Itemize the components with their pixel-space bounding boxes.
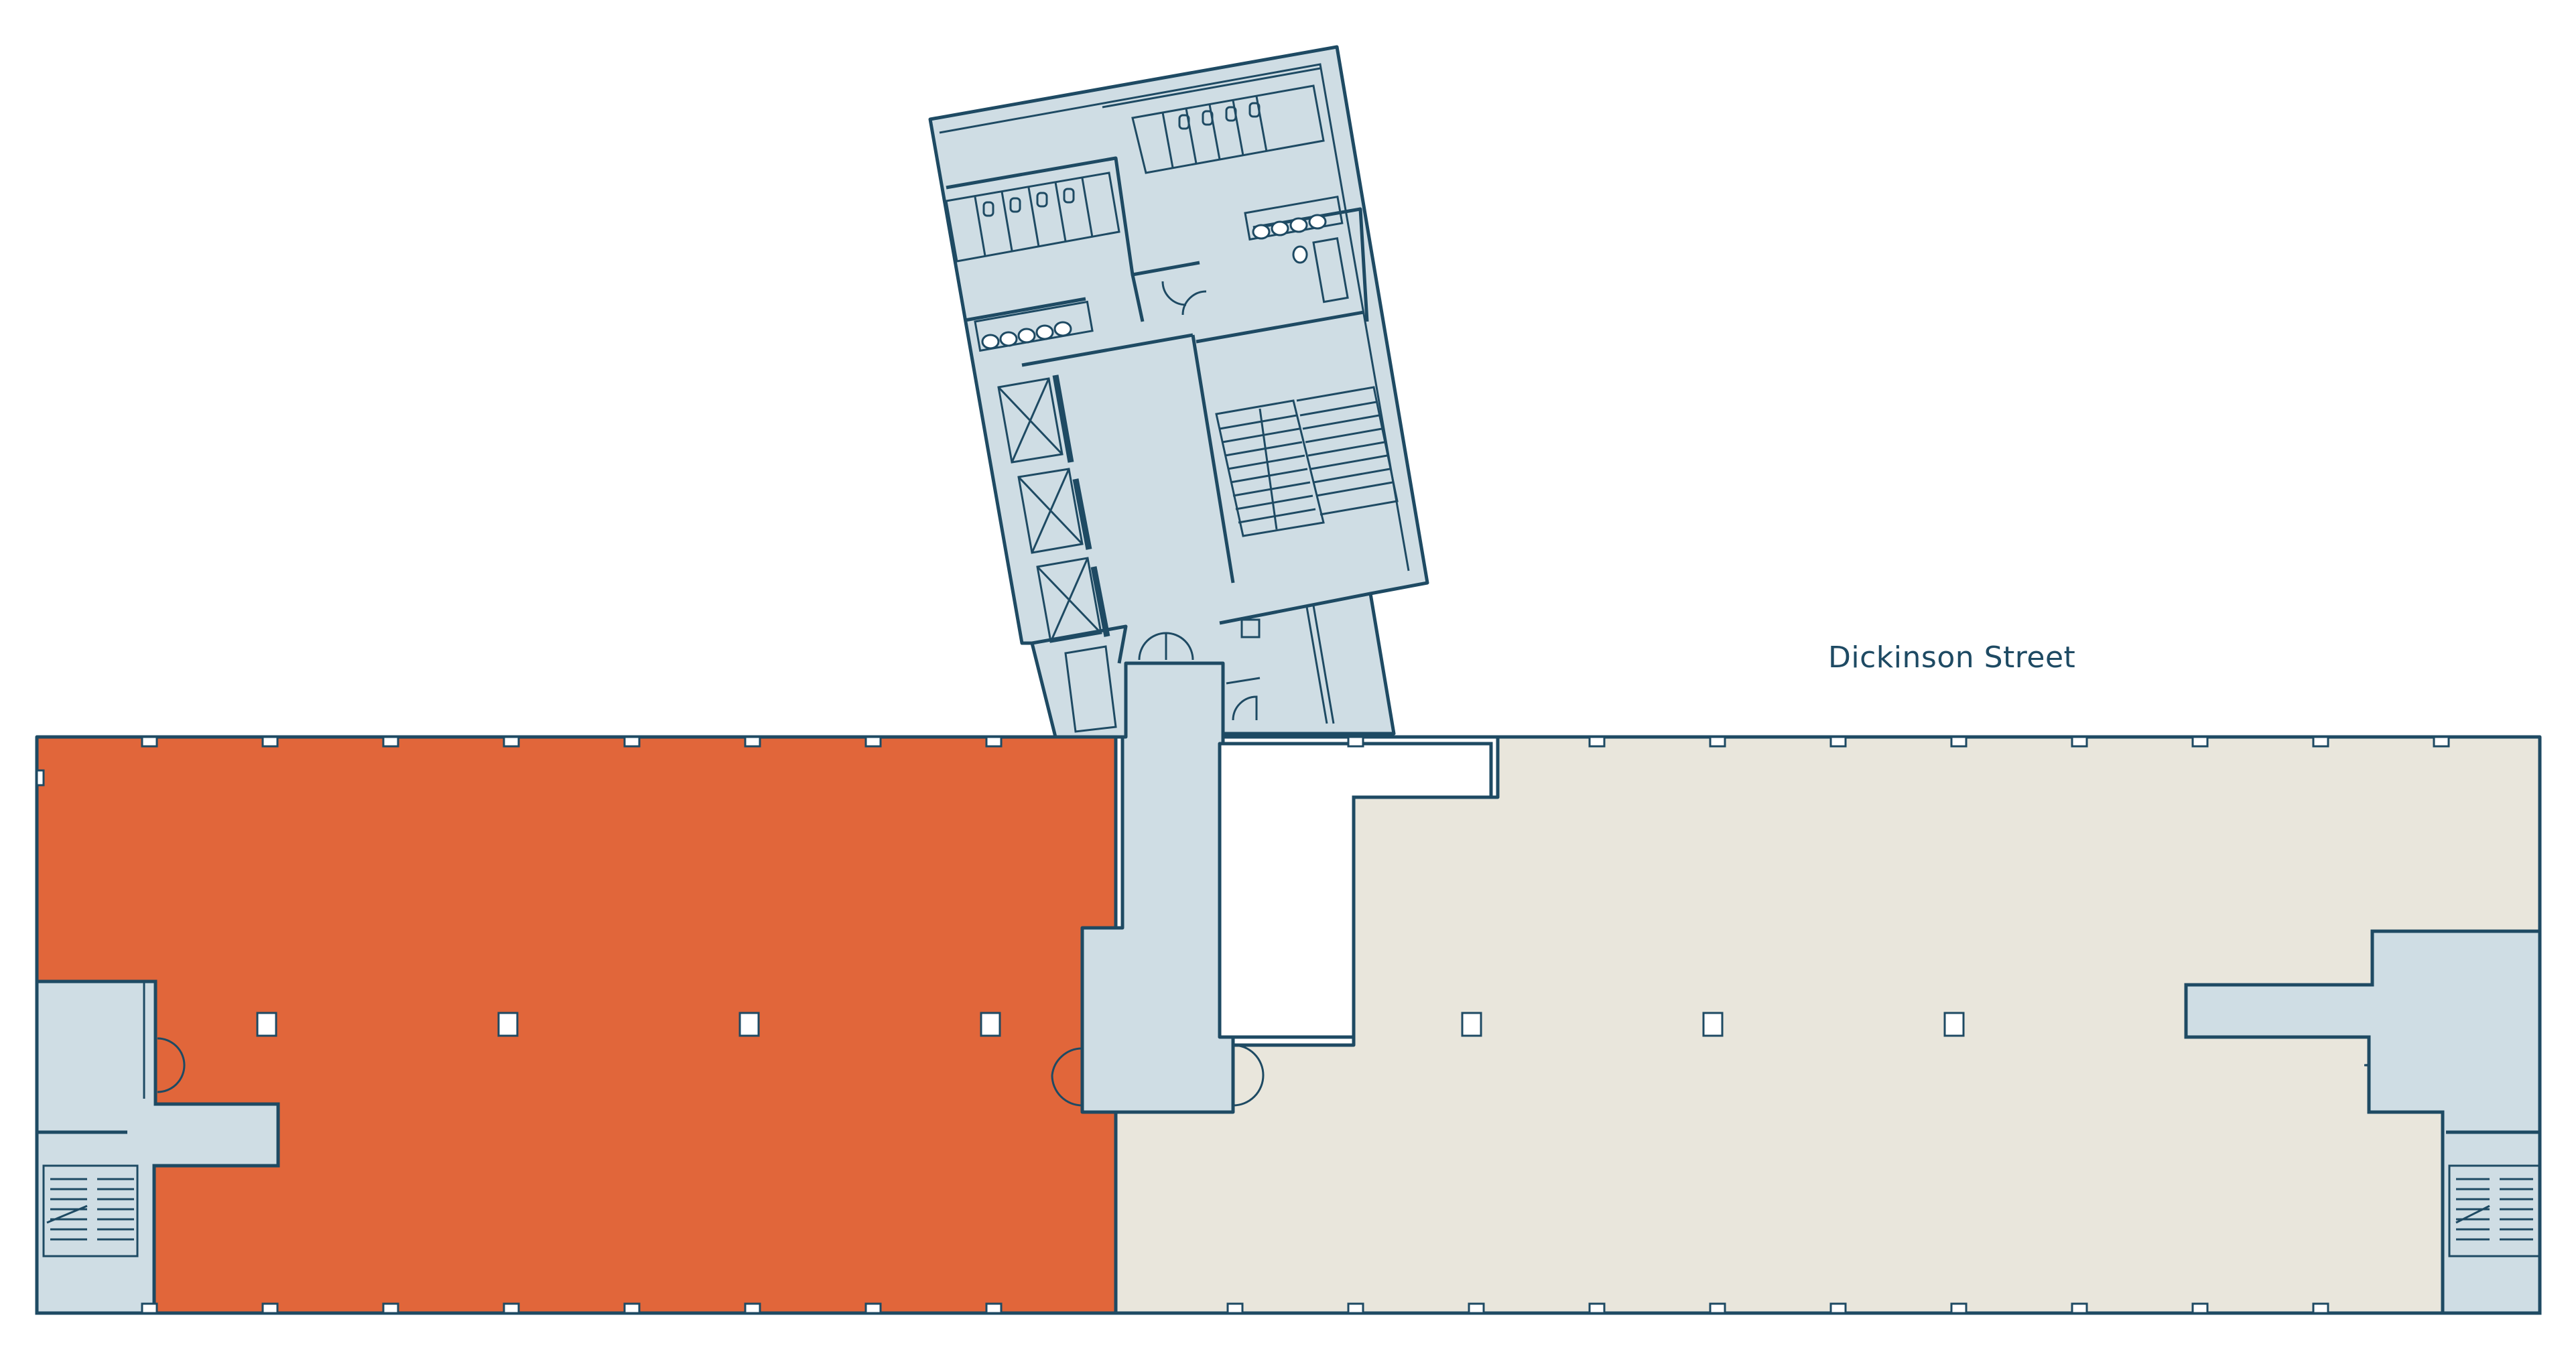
service-rooms: [1064, 618, 1261, 733]
wc-cubicles-upper: [1131, 84, 1325, 174]
core-building: [928, 45, 1429, 739]
street-label: Dickinson Street: [1828, 640, 2076, 675]
left-stair-core: [35, 979, 280, 1315]
column-icon: [256, 1012, 1965, 1037]
facade-notches: [36, 736, 2450, 1314]
right-stair-core: [2184, 929, 2542, 1315]
wc-cubicles-lower: [945, 172, 1120, 263]
left-tenancy-area[interactable]: [35, 735, 1118, 1315]
stair-icon: [1215, 386, 1399, 537]
wash-basins: [974, 195, 1349, 352]
lift-icon: [997, 374, 1110, 643]
